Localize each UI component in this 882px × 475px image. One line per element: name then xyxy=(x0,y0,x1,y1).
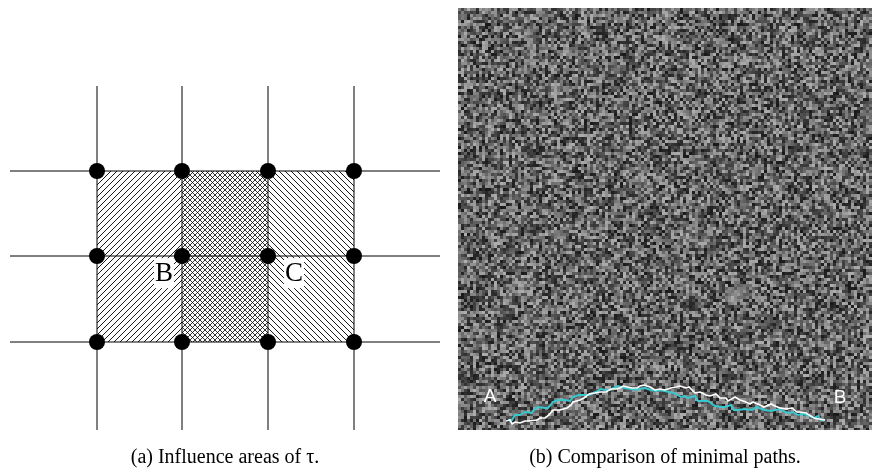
grid-lines xyxy=(10,86,440,430)
endpoint-label: B xyxy=(834,387,847,408)
minimal-path xyxy=(506,385,825,424)
noise-image xyxy=(458,8,872,430)
endpoint-label: A xyxy=(484,386,497,407)
minimal-path xyxy=(508,386,825,420)
point-label: B xyxy=(154,258,174,288)
point-label: C xyxy=(284,258,304,288)
subfigure-caption: (a) Influence areas of τ. xyxy=(131,445,319,467)
grid-dots xyxy=(89,163,362,350)
subfigure-caption: (b) Comparison of minimal paths. xyxy=(529,445,801,467)
